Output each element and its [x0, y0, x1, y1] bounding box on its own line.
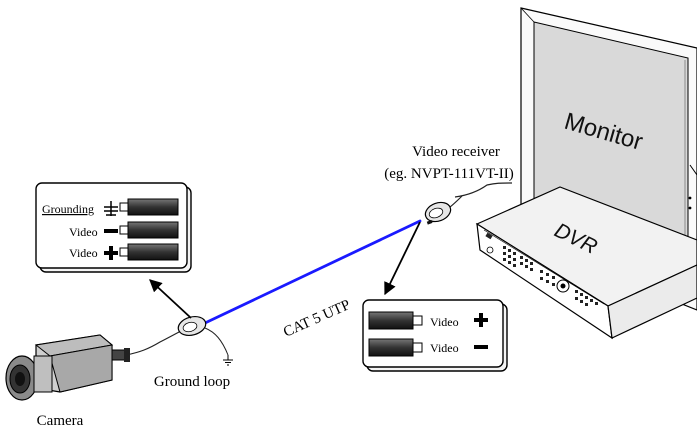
connector-right-video-minus — [368, 338, 423, 357]
left-callout-video-minus: Video — [69, 225, 98, 239]
connector-video-plus — [119, 243, 179, 261]
ground-icon — [223, 355, 233, 366]
receiver-model-label: (eg. NVPT-111VT-II) — [384, 166, 513, 182]
cat5-cable — [203, 219, 422, 325]
ground-loop-label: Ground loop — [154, 374, 230, 390]
video-receiver-balun — [424, 182, 513, 225]
connector-grounding — [119, 198, 179, 216]
right-callout — [362, 299, 508, 372]
arrow-to-right-callout — [384, 221, 421, 296]
arrow-to-left-callout — [149, 279, 192, 319]
connector-right-video-plus — [368, 311, 423, 330]
video-receiver-label: Video receiver — [412, 144, 500, 160]
left-callout-video-plus: Video — [69, 246, 98, 260]
left-callout-grounding: Grounding — [42, 202, 94, 216]
plus-icon-right — [474, 313, 488, 327]
camera-device — [5, 334, 130, 401]
video-transmitter-balun — [119, 315, 229, 357]
dvr-device — [475, 186, 697, 340]
ground-symbol-icon — [104, 201, 118, 216]
cable-label: CAT 5 UTP — [281, 297, 353, 341]
connector-video-minus — [119, 221, 179, 239]
minus-icon-right — [474, 345, 488, 349]
right-callout-video-plus: Video — [430, 315, 459, 329]
right-callout-video-minus: Video — [430, 341, 459, 355]
camera-label: Camera — [37, 413, 84, 429]
plus-icon — [104, 246, 118, 260]
minus-icon — [104, 229, 118, 233]
